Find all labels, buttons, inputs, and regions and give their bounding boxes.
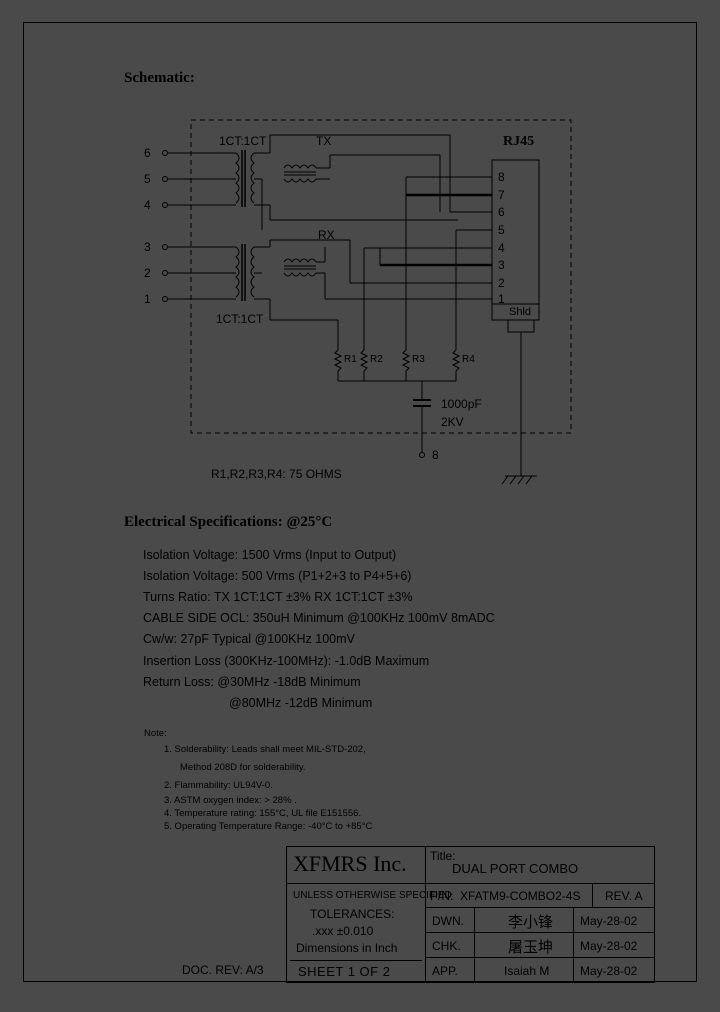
drawing-sheet — [23, 22, 697, 982]
resistor-label: R4 — [462, 354, 475, 365]
tx-label: TX — [316, 134, 332, 148]
resistor-label: R1 — [344, 354, 357, 365]
resistor-r3 — [401, 349, 411, 372]
transformer-label-bottom: 1CT:1CT — [216, 312, 264, 326]
tolerance-value: .xxx ±0.010 — [312, 924, 374, 938]
pn-label: P/N: — [430, 889, 454, 903]
rj45-pin-label: 5 — [498, 223, 505, 237]
title-value: DUAL PORT COMBO — [452, 861, 579, 876]
pn-value: XFATM9-COMBO2-4S — [460, 889, 581, 903]
capacitor-value: 1000pF — [441, 397, 482, 411]
note-line: Method 208D for solderability. — [180, 762, 306, 773]
shield-label: Shld — [509, 306, 532, 318]
resistor-r2 — [359, 349, 369, 372]
pin8-label: 8 — [432, 448, 439, 462]
tx-secondary-coil — [250, 152, 255, 204]
company-name: XFMRS Inc. — [293, 851, 407, 876]
spec-line: CABLE SIDE OCL: 350uH Minimum @100KHz 10… — [143, 611, 495, 625]
left-pin-label: 5 — [144, 172, 151, 186]
pin-terminal-4 — [162, 202, 168, 208]
resistor-label: R3 — [412, 354, 425, 365]
note-line: 4. Temperature rating: 155°C, UL file E1… — [164, 808, 362, 819]
rx-choke-top — [283, 258, 317, 263]
tx-primary-coil — [235, 152, 240, 204]
tx-choke-top — [283, 164, 317, 169]
unless-note: UNLESS OTHERWISE SPECIFIED — [293, 890, 452, 901]
transformer-label-top: 1CT:1CT — [219, 134, 267, 148]
pin-terminal-1 — [162, 296, 168, 302]
left-pin-label: 2 — [144, 266, 151, 280]
revision: REV. A — [605, 889, 643, 903]
spec-line: Turns Ratio: TX 1CT:1CT ±3% RX 1CT:1CT ±… — [143, 590, 413, 604]
dwn-date: May-28-02 — [580, 914, 638, 928]
chk-label: CHK. — [432, 939, 461, 953]
left-pin-label: 1 — [144, 292, 151, 306]
spec-line: Insertion Loss (300KHz-100MHz): -1.0dB M… — [143, 654, 430, 668]
rx-label: RX — [318, 228, 335, 242]
resistor-r4 — [451, 349, 461, 372]
chk-date: May-28-02 — [580, 939, 638, 953]
note-line: 5. Operating Temperature Range: -40°C to… — [164, 821, 373, 832]
rj45-pin-label: 3 — [498, 258, 505, 272]
left-pin-label: 3 — [144, 240, 151, 254]
capacitor-voltage: 2KV — [441, 415, 464, 429]
pin-terminal-3 — [162, 244, 168, 250]
pin-terminal-8 — [419, 452, 425, 458]
resistor-r1 — [333, 349, 343, 372]
rj45-pin-label: 6 — [498, 205, 505, 219]
dwn-label: DWN. — [432, 914, 464, 928]
tx-choke-bottom — [283, 178, 317, 183]
spec-line: Cw/w: 27pF Typical @100KHz 100mV — [143, 632, 355, 646]
dwn-signature: 李小锋 — [508, 915, 554, 931]
pin-terminal-5 — [162, 176, 168, 182]
rj45-pin-label: 8 — [498, 170, 505, 184]
spec-line: Return Loss: @30MHz -18dB Minimum — [143, 675, 361, 689]
spec-line: @80MHz -12dB Minimum — [229, 696, 373, 710]
resistor-note: R1,R2,R3,R4: 75 OHMS — [211, 467, 342, 481]
spec-line: Isolation Voltage: 1500 Vrms (Input to O… — [143, 548, 397, 562]
app-label: APP. — [432, 964, 458, 978]
pin-terminal-2 — [162, 270, 168, 276]
rj45-pin-label: 1 — [498, 292, 505, 306]
pin-terminal-6 — [162, 150, 168, 156]
rj45-pin-label: 7 — [498, 188, 505, 202]
app-date: May-28-02 — [580, 964, 638, 978]
doc-revision: DOC. REV: A/3 — [182, 963, 264, 977]
dimensions-note: Dimensions in Inch — [296, 941, 398, 955]
schematic-title: Schematic: — [124, 70, 195, 86]
left-pin-label: 4 — [144, 198, 151, 212]
tolerances-label: TOLERANCES: — [310, 907, 395, 921]
electrical-title: Electrical Specifications: @25°C — [124, 514, 333, 530]
resistor-label: R2 — [370, 354, 383, 365]
chk-signature: 屠玉坤 — [508, 940, 554, 956]
spec-line: Isolation Voltage: 500 Vrms (P1+2+3 to P… — [143, 569, 412, 583]
sheet-number: SHEET 1 OF 2 — [298, 964, 391, 979]
rx-secondary-coil — [250, 246, 255, 298]
rj45-pin-label: 4 — [498, 241, 505, 255]
rj45-label: RJ45 — [503, 134, 535, 149]
note-line: 3. ASTM oxygen index: > 28% . — [164, 795, 297, 806]
rx-primary-coil — [235, 246, 240, 298]
left-pin-label: 6 — [144, 146, 151, 160]
title-label: Title: — [430, 849, 456, 863]
note-line: 2. Flammability: UL94V-0. — [164, 780, 273, 791]
note-title: Note: — [144, 728, 167, 739]
note-line: 1. Solderability: Leads shall meet MIL-S… — [164, 744, 366, 755]
app-name: Isaiah M — [504, 964, 550, 978]
rx-choke-bottom — [283, 272, 317, 277]
shield-tab — [507, 319, 535, 333]
rj45-pin-label: 2 — [498, 276, 505, 290]
